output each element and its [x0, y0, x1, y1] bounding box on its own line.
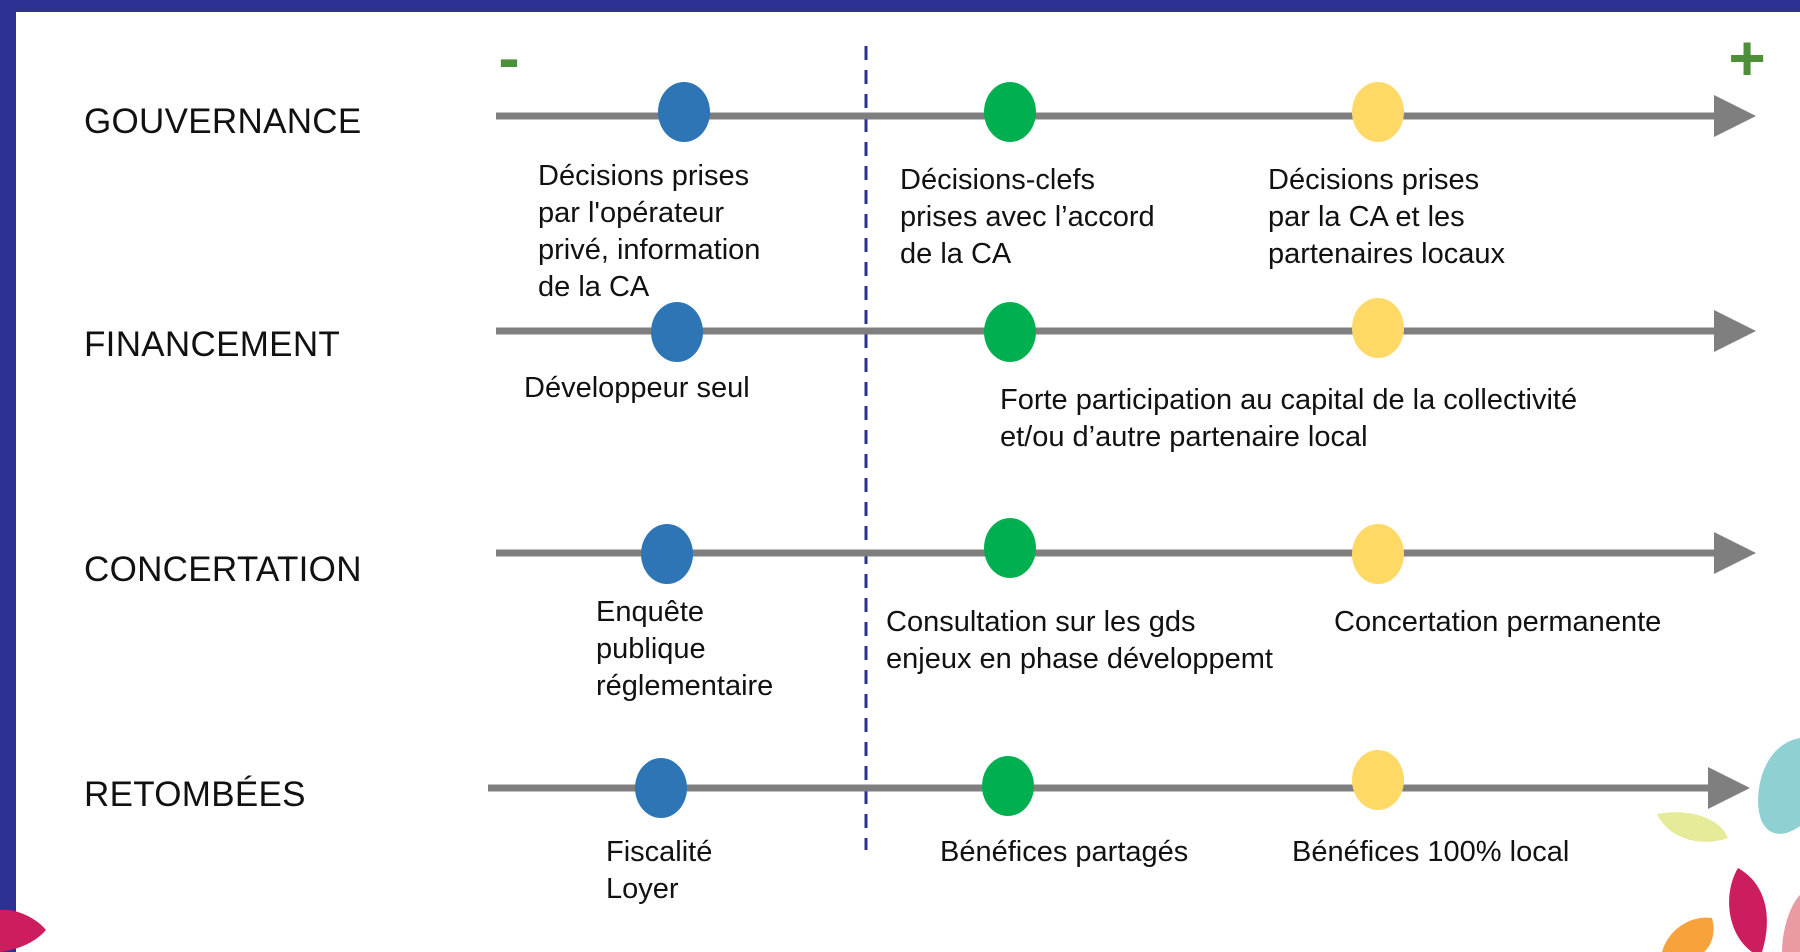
note-gouvernance-local: Décisions prises par la CA et les parten…: [1268, 164, 1505, 270]
axis-concertation: [496, 532, 1756, 574]
slide-canvas: [16, 12, 1800, 952]
level-dot-local-concertation: [1352, 524, 1404, 584]
decorative-leaf-orange: [1662, 917, 1714, 952]
frame-left-border: [0, 0, 16, 952]
level-dot-shared-concertation: [984, 518, 1036, 578]
note-financement-shared-local: Forte participation au capital de la col…: [1000, 384, 1578, 453]
note-gouvernance-shared: Décisions-clefs prises avec l’accord de …: [900, 164, 1155, 270]
row-label-retombees: RETOMBÉES: [84, 775, 306, 814]
note-concertation-local: Concertation permanente: [1334, 606, 1662, 638]
note-retombees-local: Bénéfices 100% local: [1292, 836, 1570, 868]
level-dot-shared-retombees: [982, 756, 1034, 816]
row-label-concertation: CONCERTATION: [84, 550, 362, 589]
note-concertation-private: Enquête publique réglementaire: [596, 596, 774, 702]
decorative-leaf-lime: [1657, 812, 1728, 842]
frame-top-border: [0, 0, 1800, 12]
scale-plus-sign: +: [1728, 22, 1766, 94]
decorative-leaf-magenta: [1729, 868, 1767, 952]
note-retombees-shared: Bénéfices partagés: [940, 836, 1189, 868]
level-dot-local-financement: [1352, 298, 1404, 358]
scale-minus-sign: -: [498, 22, 520, 94]
decorative-leaf-corner: [0, 909, 46, 952]
level-dot-private-gouvernance: [658, 82, 710, 142]
level-dot-local-gouvernance: [1352, 82, 1404, 142]
decorative-leaf-pink: [1782, 895, 1800, 952]
row-label-gouvernance: GOUVERNANCE: [84, 102, 362, 141]
level-dot-private-financement: [651, 302, 703, 362]
note-gouvernance-private: Décisions prises par l'opérateur privé, …: [538, 160, 761, 303]
level-dot-private-retombees: [635, 758, 687, 818]
note-financement-private: Développeur seul: [524, 372, 750, 404]
row-label-financement: FINANCEMENT: [84, 325, 341, 364]
decorative-leaf-teal: [1758, 738, 1800, 834]
level-dot-shared-gouvernance: [984, 82, 1036, 142]
note-concertation-shared: Consultation sur les gds enjeux en phase…: [886, 606, 1273, 675]
note-retombees-private: Fiscalité Loyer: [606, 836, 713, 905]
level-dot-local-retombees: [1352, 750, 1404, 810]
level-dot-private-concertation: [641, 524, 693, 584]
axis-retombees: [488, 767, 1750, 809]
level-dot-shared-financement: [984, 302, 1036, 362]
